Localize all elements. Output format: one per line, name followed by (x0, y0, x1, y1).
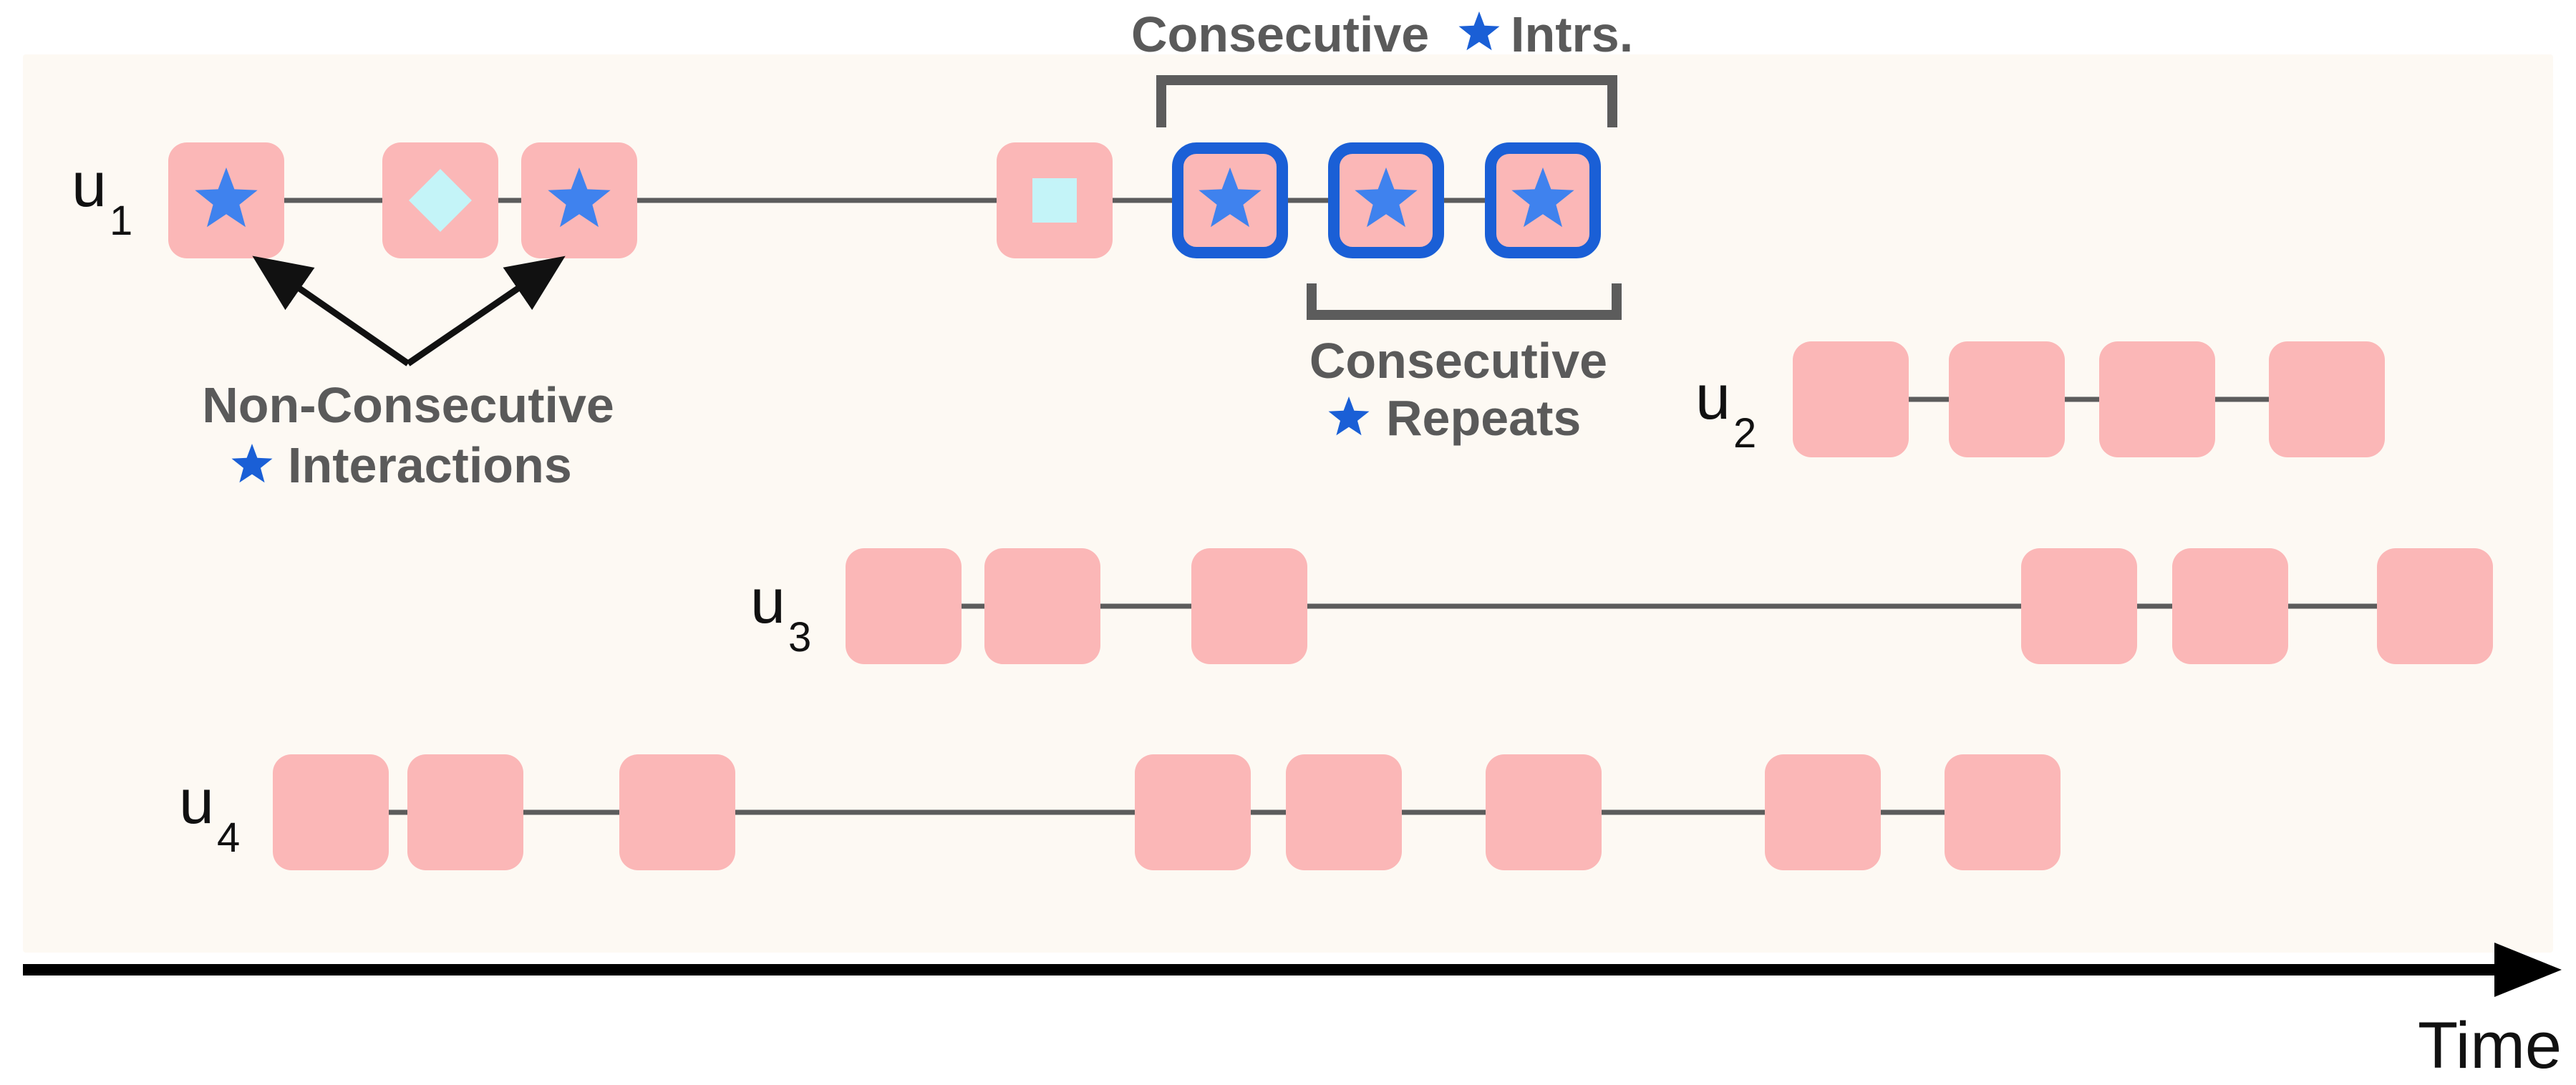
interaction-box-bg (619, 754, 735, 870)
star-icon (195, 167, 258, 228)
interaction-box (382, 142, 498, 258)
star-icon (1199, 167, 1262, 228)
interaction-box-bg (1945, 754, 2061, 870)
interaction-box-bg (1191, 548, 1307, 664)
interaction-box (2269, 341, 2385, 457)
interaction-box-bg (2021, 548, 2137, 664)
interaction-box (1135, 754, 1251, 870)
interaction-box (2099, 341, 2215, 457)
interaction-box (2377, 548, 2493, 664)
consecutive-repeats-label-line1: Consecutive (1309, 333, 1607, 389)
diamond-icon (409, 169, 472, 232)
non-consecutive-label-line2: Interactions (288, 437, 572, 493)
interaction-box (1945, 754, 2061, 870)
background-panel (23, 54, 2553, 953)
interaction-box-bg (2377, 548, 2493, 664)
interaction-box (168, 142, 284, 258)
user-label-u3: u3 (750, 565, 811, 661)
user-row-u4 (273, 754, 2061, 870)
interaction-box (407, 754, 523, 870)
interaction-box-bg (1793, 341, 1909, 457)
interaction-box-bg (984, 548, 1100, 664)
interaction-box (1486, 754, 1602, 870)
consecutive-intrs-label-part2: Intrs. (1511, 6, 1633, 62)
interaction-box-bg (1286, 754, 1402, 870)
user-row-u2 (1793, 341, 2385, 457)
timelines (168, 142, 2493, 870)
interaction-box-bg (2269, 341, 2385, 457)
interaction-box (1949, 341, 2065, 457)
interaction-box-bg (273, 754, 389, 870)
user-row-u1 (168, 142, 1601, 258)
interaction-box (1485, 142, 1601, 258)
star-icon (1511, 167, 1574, 228)
user-label-u1: u1 (72, 149, 132, 244)
annotation-arrow-left (252, 256, 410, 366)
interaction-box-bg (1486, 754, 1602, 870)
interaction-box-bg (2172, 548, 2288, 664)
interaction-box (2021, 548, 2137, 664)
user-row-u3 (846, 548, 2493, 664)
interaction-box (1765, 754, 1881, 870)
star-icon (1355, 167, 1418, 228)
annotation-arrow-right (406, 256, 566, 366)
interaction-box (521, 142, 637, 258)
consecutive-repeats-label-line2: Repeats (1386, 390, 1581, 446)
user-label-u2: u2 (1695, 361, 1756, 457)
interaction-box (273, 754, 389, 870)
square-icon (1032, 178, 1077, 223)
interaction-box-bg (846, 548, 962, 664)
star-icon (231, 444, 273, 483)
interaction-box (619, 754, 735, 870)
time-axis-arrowhead (2494, 943, 2562, 997)
consecutive-intrs-label-part1: Consecutive (1131, 6, 1429, 62)
interaction-box (1286, 754, 1402, 870)
interaction-box (997, 142, 1113, 258)
consecutive-repeats-bracket (1307, 283, 1622, 320)
star-icon (1328, 396, 1370, 436)
interaction-box (1793, 341, 1909, 457)
consecutive-intrs-bracket (1156, 75, 1617, 127)
non-consecutive-label-line1: Non-Consecutive (202, 377, 614, 433)
star-icon (548, 167, 611, 228)
interaction-box (1191, 548, 1307, 664)
star-icon (1458, 11, 1500, 51)
interaction-box (1328, 142, 1444, 258)
interaction-box-bg (1765, 754, 1881, 870)
interaction-box (1172, 142, 1288, 258)
interaction-box-bg (1135, 754, 1251, 870)
interaction-box-bg (2099, 341, 2215, 457)
interaction-box (984, 548, 1100, 664)
interaction-box (846, 548, 962, 664)
interaction-box-bg (407, 754, 523, 870)
interaction-box (2172, 548, 2288, 664)
user-label-u4: u4 (179, 766, 240, 861)
time-axis-label: Time (2418, 1009, 2562, 1082)
interaction-box-bg (1949, 341, 2065, 457)
